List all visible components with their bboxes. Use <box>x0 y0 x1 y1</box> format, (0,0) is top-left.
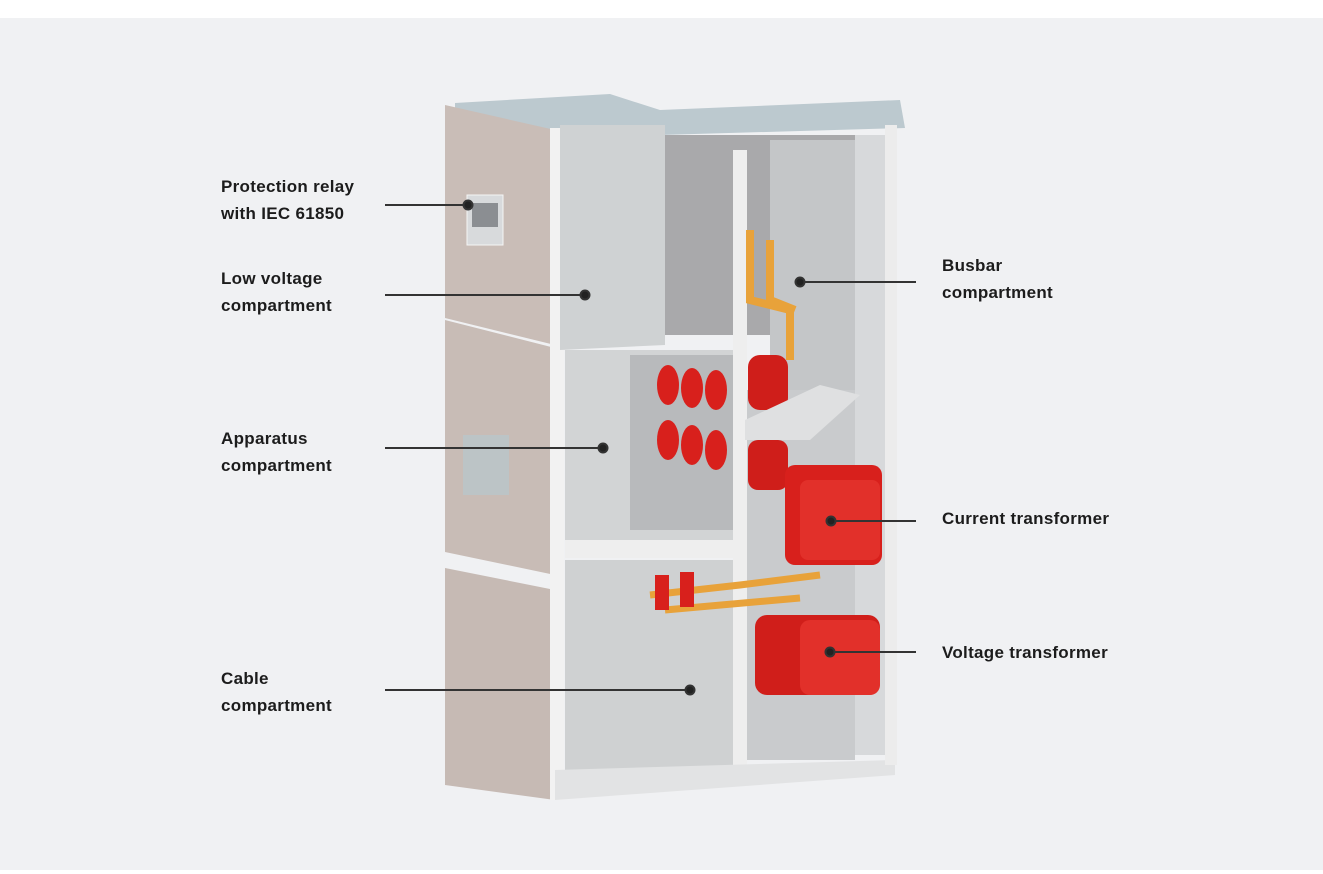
partition <box>733 150 747 770</box>
label-line: compartment <box>221 296 332 315</box>
label-line: Protection relay <box>221 177 355 196</box>
label-line: compartment <box>221 456 332 475</box>
top-cover <box>455 94 905 135</box>
busbar-copper <box>746 230 797 360</box>
bushings <box>657 365 727 470</box>
label-line: Voltage transformer <box>942 643 1108 662</box>
label-line: Busbar <box>942 256 1003 275</box>
label-line: Cable <box>221 669 269 688</box>
label-protection-relay: Protection relay with IEC 61850 <box>221 173 354 227</box>
label-line: Current transformer <box>942 509 1110 528</box>
label-current-transformer: Current transformer <box>942 505 1109 532</box>
label-line: with IEC 61850 <box>221 204 345 223</box>
label-voltage-transformer: Voltage transformer <box>942 639 1108 666</box>
label-low-voltage: Low voltage compartment <box>221 265 332 319</box>
label-line: compartment <box>942 283 1053 302</box>
inspection-window <box>463 435 509 495</box>
label-line: Apparatus <box>221 429 308 448</box>
label-busbar: Busbar compartment <box>942 252 1053 306</box>
label-line: Low voltage <box>221 269 323 288</box>
cable-door <box>445 568 555 800</box>
label-apparatus: Apparatus compartment <box>221 425 332 479</box>
label-line: compartment <box>221 696 332 715</box>
label-cable: Cable compartment <box>221 665 332 719</box>
